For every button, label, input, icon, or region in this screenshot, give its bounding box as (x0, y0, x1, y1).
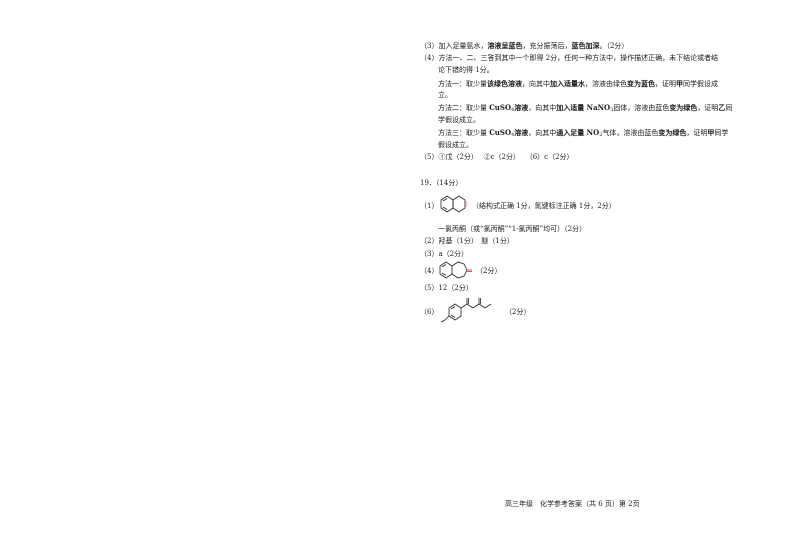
q19-part3: （3）a（2分） (420, 250, 469, 258)
q18-method1-line2: 立。 (438, 91, 452, 99)
q18-method3-line2: 假设成立。 (438, 141, 473, 149)
page-footer: 高三年级 化学参考答案（共 6 页）第 2页 (505, 500, 640, 508)
q19-part1-label: （1） (420, 202, 439, 210)
q19-part4-scoring: （2分） (476, 267, 502, 275)
q18-method2-line2: 学假设成立。 (438, 116, 480, 124)
q18-method2-line1: 方法二：取少量 CuSO4溶液，向其中加入适量 NaNO3固体，溶液由蓝色变为绿… (438, 103, 733, 113)
q18-part4-line2: 论下错的得 1分。 (438, 66, 494, 74)
q19-part2: （2）羟基（1分） 醚（1分） (420, 237, 514, 245)
q18-part4-line1: （4）方法一、二、三答到其中一个即得 2分，任何一种方法中，操作描述正确，未下结… (420, 54, 719, 62)
q19-heading: 19．（14分） (420, 179, 463, 187)
q18-part3: （3）加入足量氨水，溶液呈蓝色，充分振荡后，蓝色加深。（2分） (420, 41, 629, 50)
q18-method3-line1: 方法三：取少量 CuSO4溶液，向其中通入足量 NO2气体，溶液由蓝色变为绿色，… (438, 128, 729, 138)
structure-6-aryl-diketone (440, 298, 492, 323)
q19-part4-label: （4） (420, 267, 439, 275)
structure-1-fused-ring (440, 195, 468, 213)
q19-part6-label: （6） (420, 308, 439, 316)
q19-part1-scoring: （结构式正确 1分，氮键标注正确 1分，2分） (472, 202, 616, 210)
q18-part5-6: （5）①戊（2分） ②c（2分） （6）c（2分） (420, 153, 574, 161)
q19-part6-scoring: （2分） (505, 308, 531, 316)
q19-part5: （5）12（2分） (420, 284, 473, 292)
structure-4-bicyclic-ketone (439, 261, 472, 279)
q18-method1-line1: 方法一：取少量该绿色溶液，向其中加入适量水，溶液由绿色变为蓝色，证明甲同学假设成 (438, 79, 718, 88)
q19-part1-name: 一氯丙酮（或“氯丙酮”“1-氯丙酮”均可）（2分） (438, 225, 587, 233)
